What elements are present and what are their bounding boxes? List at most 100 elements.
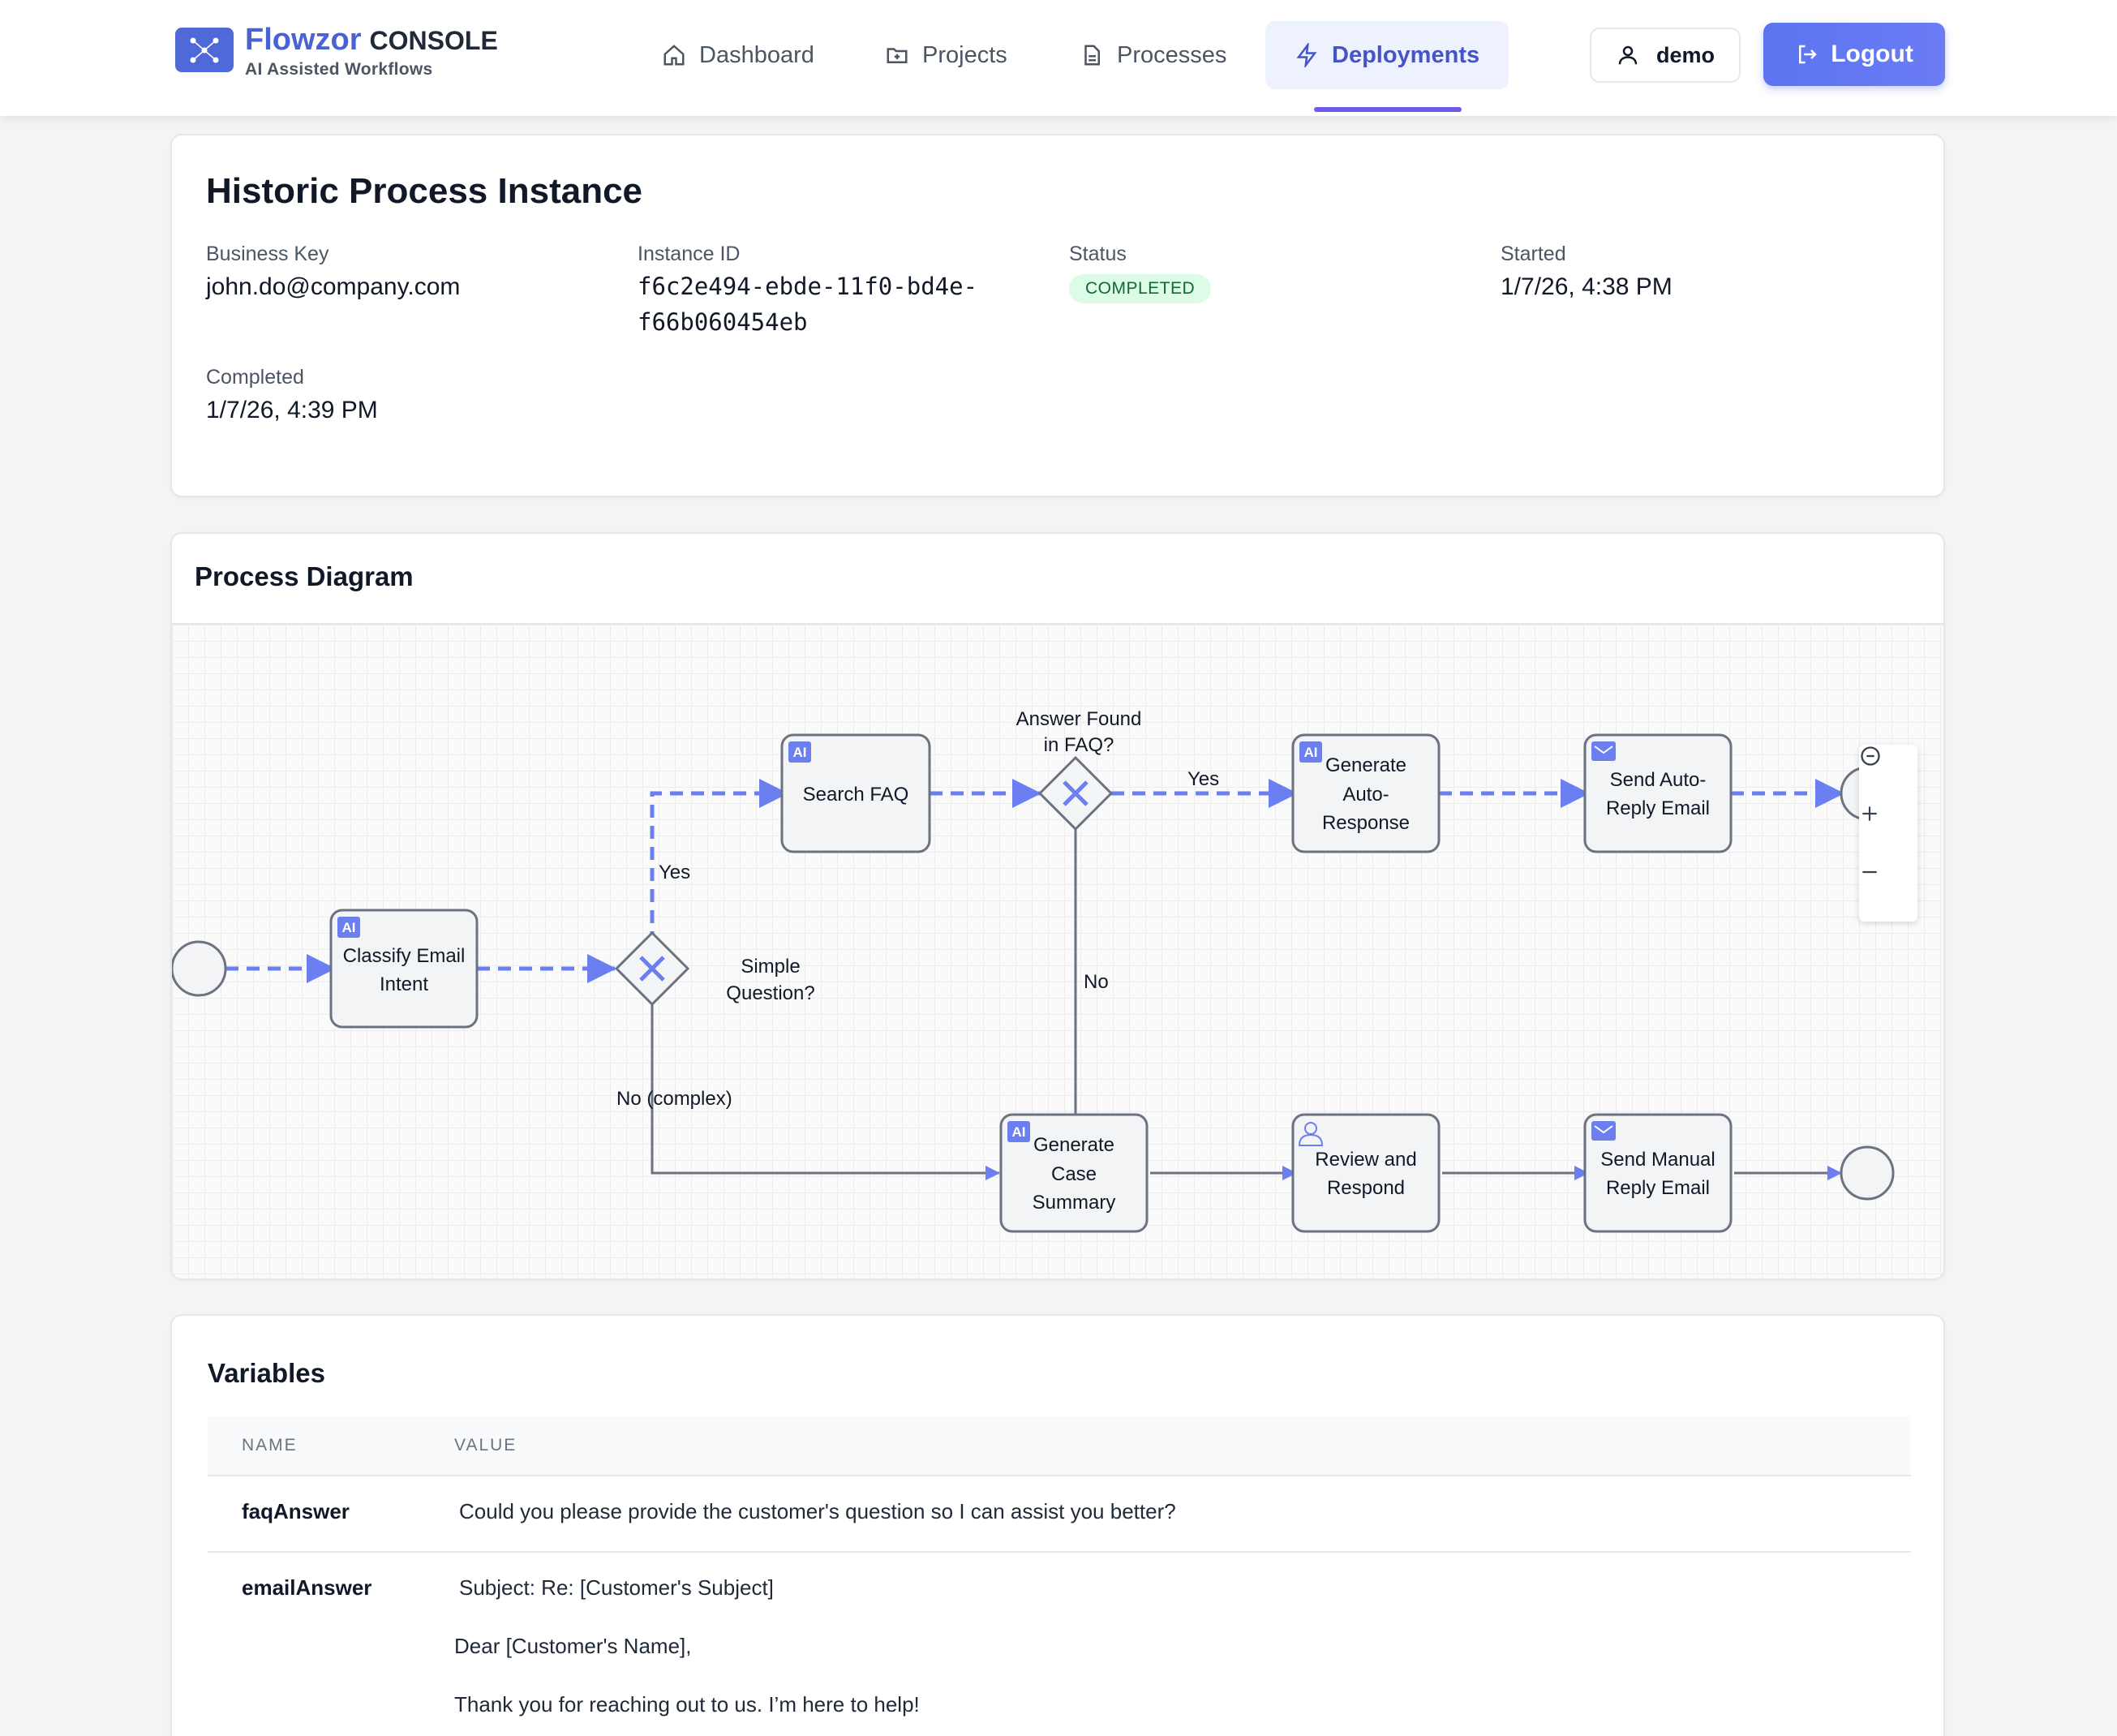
user-menu-button[interactable]: demo	[1590, 28, 1741, 83]
ai-badge-text: AI	[1304, 745, 1318, 760]
task-generate-case-label-2: Case	[1051, 1163, 1097, 1185]
variable-name: emailAnswer	[242, 1575, 372, 1600]
table-row-divider	[208, 1551, 1911, 1553]
status-label: Status	[1069, 243, 1127, 265]
zoom-reset-icon[interactable]	[1859, 745, 1917, 803]
page-title: Historic Process Instance	[206, 171, 643, 211]
user-task-icon	[1298, 1122, 1324, 1146]
user-name: demo	[1655, 42, 1715, 67]
gateway-answer-label-2: in FAQ?	[1044, 734, 1114, 756]
task-send-auto-label-2: Reply Email	[1606, 797, 1710, 819]
ai-badge-icon	[1007, 1121, 1030, 1142]
task-generate-auto-label-1: Generate	[1325, 754, 1406, 776]
task-send-manual-label-2: Reply Email	[1606, 1177, 1710, 1199]
mail-icon	[1591, 1121, 1616, 1141]
nav-projects[interactable]: Projects	[856, 21, 1037, 89]
nav-projects-label: Projects	[922, 41, 1007, 68]
gateway-answer-label-1: Answer Found	[1016, 708, 1142, 730]
flow-no-complex	[651, 995, 1000, 1180]
folder-plus-icon	[887, 48, 908, 63]
home-icon	[663, 45, 685, 66]
task-generate-auto-label-3: Response	[1322, 812, 1410, 834]
ai-badge-icon	[337, 917, 360, 938]
nav-processes-label: Processes	[1117, 41, 1227, 68]
task-generate-case-label-1: Generate	[1033, 1134, 1114, 1156]
flow-label-no-2: No	[1084, 971, 1109, 993]
variable-value-line: Subject: Re: [Customer's Subject]	[459, 1575, 774, 1600]
variable-value-line: Thank you for reaching out to us. I’m he…	[454, 1692, 920, 1717]
variable-value-line: Dear [Customer's Name],	[454, 1634, 692, 1658]
completed-value: 1/7/26, 4:39 PM	[206, 397, 378, 423]
task-send-auto-label-1: Send Auto-	[1610, 769, 1707, 791]
variable-name: faqAnswer	[242, 1499, 350, 1523]
user-icon	[1618, 45, 1638, 65]
nav-deployments-label: Deployments	[1332, 41, 1480, 68]
business-key-label: Business Key	[206, 243, 329, 265]
lightning-icon	[1296, 43, 1317, 67]
diagram-canvas[interactable]: AI AI AI AI Classify Email Intent	[172, 623, 1943, 1278]
active-tab-indicator	[1314, 107, 1462, 112]
started-label: Started	[1501, 243, 1566, 265]
gateway-simple-question	[614, 930, 690, 1007]
task-generate-auto-label-2: Auto-	[1342, 784, 1389, 806]
task-search-faq-label: Search FAQ	[803, 784, 909, 806]
task-send-manual-reply	[1583, 1113, 1733, 1233]
column-header-value: VALUE	[454, 1436, 517, 1455]
instance-details-card: Historic Process Instance Business Key j…	[170, 134, 1945, 497]
flow-label-no-complex: No (complex)	[616, 1088, 732, 1110]
gateway-simple-label-1: Simple	[741, 956, 800, 978]
task-classify-label-1: Classify Email	[343, 945, 466, 967]
ai-badge-text: AI	[793, 745, 807, 760]
column-header-name: NAME	[242, 1436, 298, 1455]
diagram-title: Process Diagram	[195, 561, 414, 591]
zoom-in-icon[interactable]	[1859, 803, 1917, 862]
instance-id-label: Instance ID	[638, 243, 741, 265]
end-event-manual	[1840, 1145, 1895, 1201]
mail-icons	[1591, 741, 1616, 1141]
flow-label-yes-1: Yes	[659, 862, 690, 883]
business-key-value: john.do@company.com	[206, 273, 461, 300]
brand-suffix: CONSOLE	[369, 26, 498, 55]
started-value: 1/7/26, 4:38 PM	[1501, 273, 1673, 300]
variables-title: Variables	[208, 1358, 325, 1388]
variable-value: Could you please provide the customer's …	[459, 1499, 1176, 1523]
logout-button[interactable]: Logout	[1763, 23, 1945, 86]
task-review-and-respond	[1291, 1113, 1441, 1233]
task-generate-case-label-3: Summary	[1033, 1192, 1116, 1214]
task-generate-case-summary	[999, 1113, 1149, 1233]
variables-table-header: NAME VALUE	[208, 1416, 1911, 1476]
gateway-answer-found	[1037, 755, 1114, 831]
gateway-simple-label-2: Question?	[726, 982, 814, 1004]
ai-badge-icons: AI AI AI AI	[337, 741, 1322, 1142]
nav-processes[interactable]: Processes	[1050, 21, 1256, 89]
flow-yes-search	[650, 779, 788, 944]
task-send-auto-reply	[1583, 733, 1733, 853]
bpmn-diagram: AI AI AI AI Classify Email Intent	[172, 708, 1895, 1233]
start-event	[172, 940, 227, 997]
task-send-manual-label-1: Send Manual	[1600, 1149, 1715, 1171]
flow-label-yes-2: Yes	[1187, 768, 1219, 790]
variables-card: Variables NAME VALUE faqAnswer Could you…	[170, 1314, 1945, 1736]
process-diagram-card: Process Diagram	[170, 532, 1945, 1280]
ai-badge-text: AI	[342, 920, 356, 935]
mail-icon	[1591, 741, 1616, 761]
nav-dashboard[interactable]: Dashboard	[633, 21, 844, 89]
logout-icon	[1799, 45, 1817, 64]
ai-badge-text: AI	[1012, 1124, 1026, 1140]
task-classify-label-2: Intent	[380, 973, 428, 995]
ai-badge-icon	[1299, 741, 1322, 763]
task-review-label-2: Respond	[1327, 1177, 1405, 1199]
document-icon	[1084, 45, 1100, 66]
task-generate-auto-response	[1291, 733, 1441, 853]
nav-deployments[interactable]: Deployments	[1265, 21, 1509, 89]
nav-dashboard-label: Dashboard	[699, 41, 814, 68]
zoom-out-icon[interactable]	[1859, 862, 1917, 920]
task-search-faq	[780, 733, 931, 853]
task-review-label-1: Review and	[1315, 1149, 1416, 1171]
logout-label: Logout	[1831, 41, 1913, 67]
zoom-controls	[1859, 745, 1917, 922]
brand-logo-icon	[175, 28, 234, 72]
instance-id-value: f6c2e494-ebde-11f0-bd4e-f66b060454eb	[638, 273, 978, 336]
